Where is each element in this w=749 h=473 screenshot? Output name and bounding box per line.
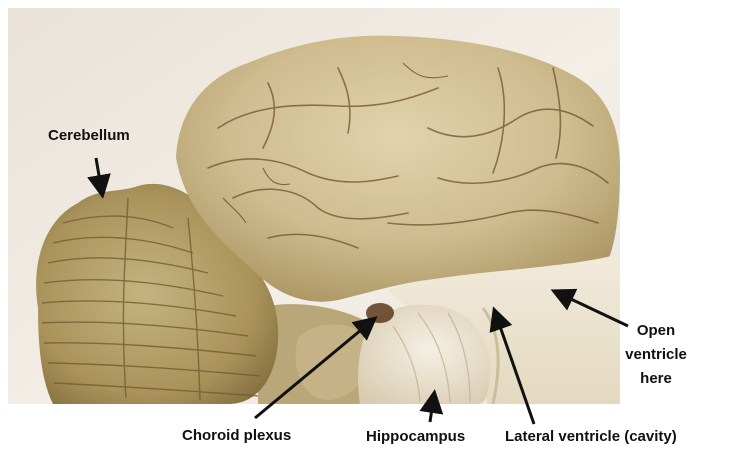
hippocampus-label: Hippocampus xyxy=(366,428,466,445)
cerebrum-sulci xyxy=(207,67,609,249)
brain-photo xyxy=(8,8,620,404)
cerebellum-folia xyxy=(41,197,261,401)
cerebrum-vessels xyxy=(222,62,449,224)
lateral-ventricle-label: Lateral ventricle (cavity) xyxy=(505,428,677,445)
open-ventricle-label-line2: ventricle xyxy=(625,346,687,363)
choroid-plexus-label: Choroid plexus xyxy=(182,427,292,444)
open-ventricle-label-line3: here xyxy=(640,370,672,387)
cerebellum-label: Cerebellum xyxy=(48,127,130,144)
open-ventricle-label-line1: Open xyxy=(636,322,676,339)
cerebellum-shape xyxy=(36,183,279,404)
hippocampus-shape xyxy=(358,304,491,404)
choroid-plexus-region xyxy=(366,303,394,323)
open-ventricle-label: Open ventricle here xyxy=(616,321,696,388)
hippocampus-ridges xyxy=(392,312,471,403)
